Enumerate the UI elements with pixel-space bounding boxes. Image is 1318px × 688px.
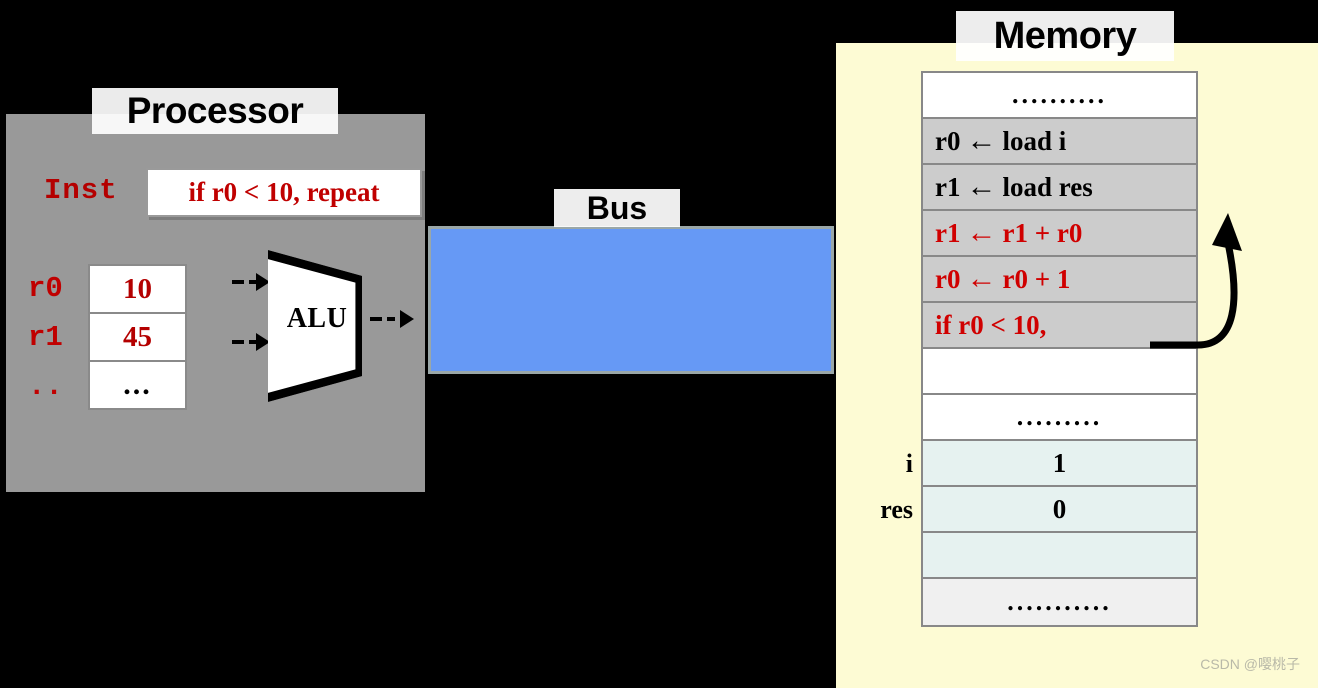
- alu-output-arrow: [370, 310, 426, 328]
- memory-row: if r0 < 10,: [923, 303, 1196, 349]
- memory-row: ..........: [923, 73, 1196, 119]
- memory-row: [923, 533, 1196, 579]
- register-value-r0: 10: [88, 264, 187, 314]
- register-label-r0: r0: [28, 272, 63, 305]
- instruction-register-value: if r0 < 10, repeat: [188, 177, 380, 207]
- memory-row: 1: [923, 441, 1196, 487]
- memory-row-side-label: res: [880, 495, 913, 524]
- memory-row: 0: [923, 487, 1196, 533]
- memory-row-side-label: i: [905, 449, 913, 478]
- register-value-more: ...: [88, 360, 187, 410]
- memory-row: [923, 349, 1196, 395]
- csdn-watermark: CSDN @嘤桃子: [1200, 656, 1300, 672]
- bus-panel: [428, 226, 834, 374]
- memory-title-label: Memory: [956, 11, 1174, 61]
- memory-row: r1 ← r1 + r0: [923, 211, 1196, 257]
- memory-row: r0 ← load i: [923, 119, 1196, 165]
- instruction-register-value-box: if r0 < 10, repeat: [146, 168, 422, 217]
- register-value-r1: 45: [88, 312, 187, 362]
- memory-row: r0 ← r0 + 1: [923, 257, 1196, 303]
- bus-title-label: Bus: [554, 189, 680, 227]
- register-label-more: ..: [28, 370, 63, 403]
- loop-back-arrow-icon: [1150, 213, 1242, 349]
- memory-row: .........: [923, 395, 1196, 441]
- alu-input-arrow-bottom: [232, 333, 272, 351]
- processor-title-label: Processor: [92, 88, 338, 134]
- instruction-register-label: Inst: [44, 174, 118, 207]
- memory-row: ...........: [923, 579, 1196, 625]
- alu-label: ALU: [286, 303, 348, 334]
- alu-input-arrow-top: [232, 273, 272, 291]
- memory-row: r1 ← load res: [923, 165, 1196, 211]
- register-label-r1: r1: [28, 321, 63, 354]
- alu-shape: [268, 250, 362, 402]
